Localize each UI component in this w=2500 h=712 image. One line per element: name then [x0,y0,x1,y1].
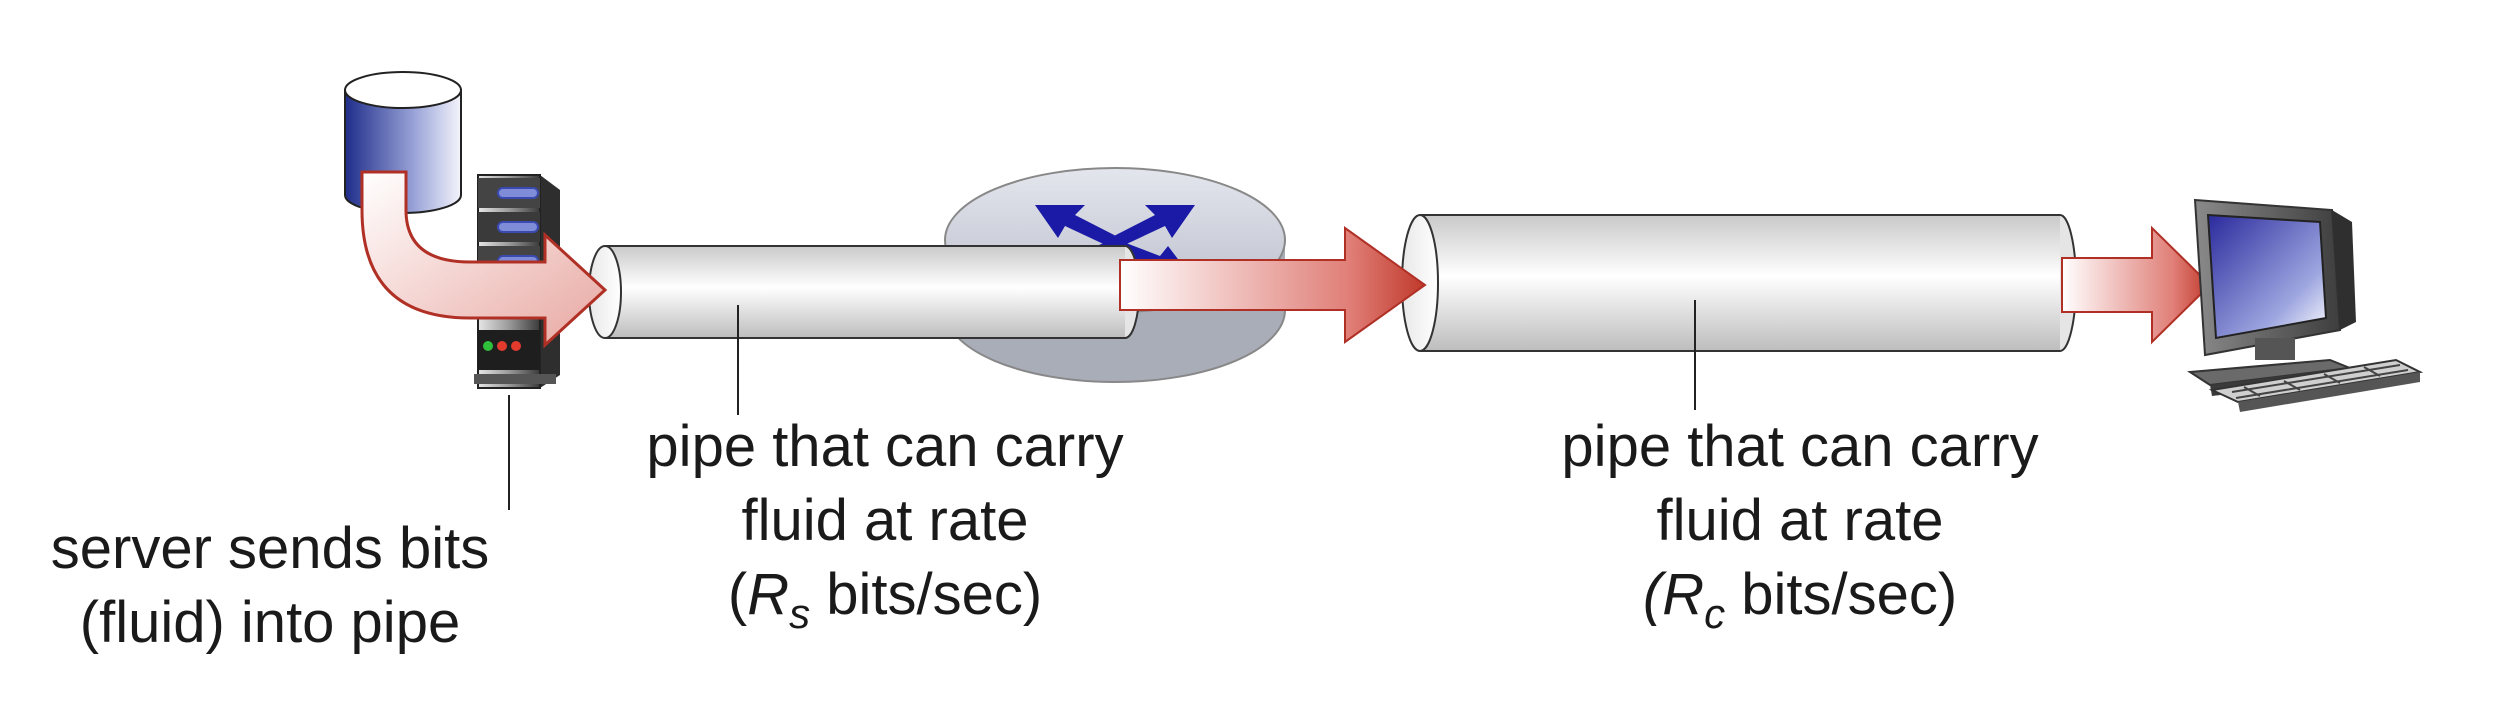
flow-arrow-right [2061,225,2212,345]
flow-arrow-middle [1119,226,1427,344]
pipe-rc-caption-line1: pipe that can carry [1561,414,2039,479]
pipe-rc [1401,214,2077,352]
server-caption-line2: (fluid) into pipe [79,590,461,655]
pipe-rc-rate-symbol: R [1662,562,1705,627]
pipe-rs-caption-line1: pipe that can carry [646,414,1124,479]
pipe-rs-rate-suffix: bits/sec) [810,562,1043,627]
pipe-rs-rate-subscript: s [789,590,811,637]
pipe-rs [588,245,1140,339]
pipe-rs-rate-symbol: R [747,562,790,627]
pipe-rc-rate-subscript: c [1704,590,1726,637]
pipe-rc-caption: pipe that can carry fluid at rate (Rc bi… [1530,410,2070,635]
pipe-rs-rate: (Rs bits/sec) [615,558,1155,635]
pipe-rc-rate-suffix: bits/sec) [1725,562,1958,627]
pipe-rc-caption-line2: fluid at rate [1656,488,1944,553]
pipe-rc-rate-prefix: ( [1642,562,1663,627]
desktop-computer-icon [2187,198,2424,412]
pipe-rc-rate: (Rc bits/sec) [1530,558,2070,635]
flow-arrow-server [360,170,608,349]
pipe-rs-caption: pipe that can carry fluid at rate (Rs bi… [615,410,1155,635]
pipe-rs-rate-prefix: ( [727,562,748,627]
pipe-rs-caption-line2: fluid at rate [741,488,1029,553]
server-caption-line1: server sends bits [50,516,490,581]
server-caption: server sends bits (fluid) into pipe [40,512,500,660]
